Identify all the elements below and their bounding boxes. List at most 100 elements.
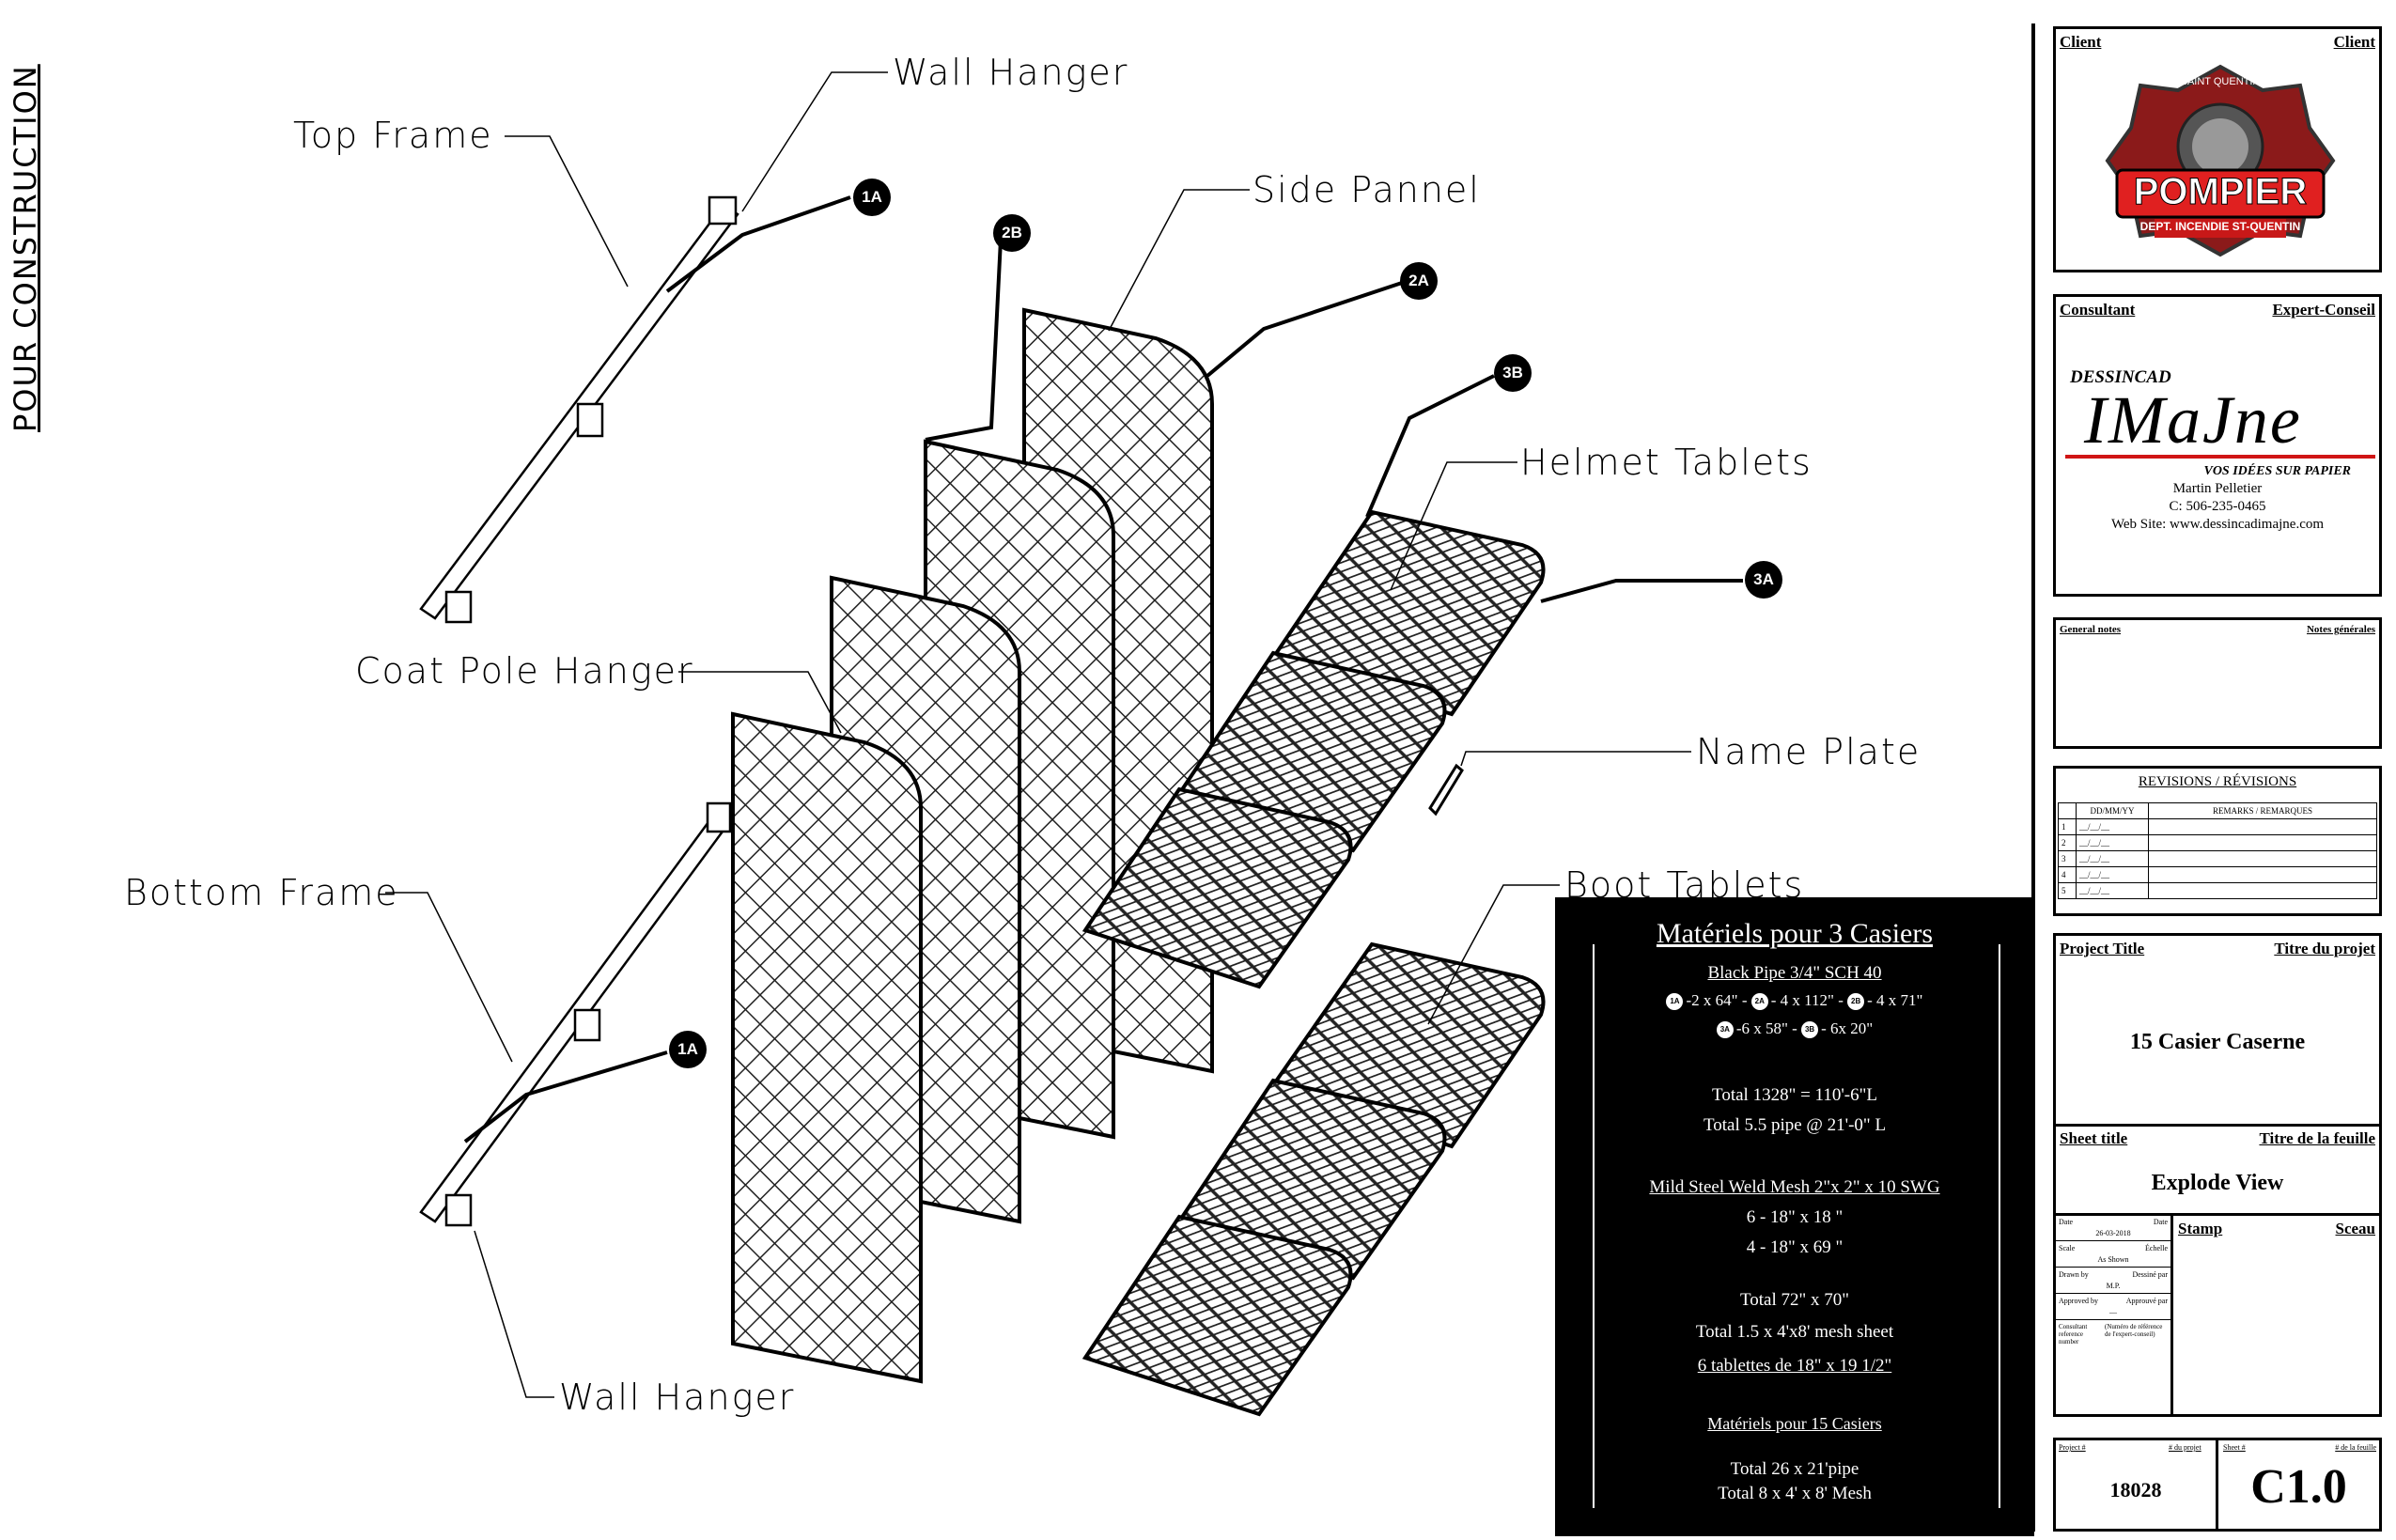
drawn-value: M.P. xyxy=(2106,1282,2121,1290)
callout-name-plate: Name Plate xyxy=(1696,731,1921,772)
total-15-mesh: Total 8 x 4' x 8' Mesh xyxy=(1718,1484,1872,1503)
explode-view-drawing xyxy=(385,71,1743,1417)
rev-date: __/__/__ xyxy=(2076,818,2149,835)
pipe-2b: - 4 x 71" xyxy=(1867,991,1923,1009)
rev-row: 2__/__/__ xyxy=(2058,834,2377,851)
callout-bottom-frame: Bottom Frame xyxy=(124,872,399,913)
sheet-title-label-en: Sheet title xyxy=(2060,1129,2128,1147)
notes-label-fr: Notes générales xyxy=(2306,624,2375,635)
sheet-no-label-en: Sheet # xyxy=(2223,1443,2246,1452)
callout-side-pannel: Side Pannel xyxy=(1252,169,1481,210)
rev-row: 4__/__/__ xyxy=(2058,866,2377,883)
firm-tagline: VOS IDÉES SUR PAPIER xyxy=(2203,464,2351,478)
bubble-2b: 2B xyxy=(993,214,1031,252)
callout-wall-hanger-bottom: Wall Hanger xyxy=(559,1377,796,1418)
date-label-fr: Date xyxy=(2153,1218,2168,1226)
mesh-1: 6 - 18" x 18 " xyxy=(1746,1207,1844,1227)
rev-num: 4 xyxy=(2058,866,2077,883)
number-block: Project # # du projet 18028 Sheet # # de… xyxy=(2053,1438,2382,1532)
materials-15-title: Matériels pour 15 Casiers xyxy=(1707,1414,1882,1433)
approved-label-fr: Approuvé par xyxy=(2125,1297,2168,1305)
scale-label-en: Scale xyxy=(2059,1244,2076,1252)
sheet-no-label-fr: # de la feuille xyxy=(2335,1443,2376,1452)
scale-value: As Shown xyxy=(2097,1255,2129,1264)
client-label-en: Client xyxy=(2060,33,2102,51)
rev-date: __/__/__ xyxy=(2076,882,2149,899)
sheet-number: C1.0 xyxy=(2250,1460,2347,1514)
stamp-label-en: Stamp xyxy=(2178,1220,2223,1237)
consref-label-en: Consultant reference number xyxy=(2059,1323,2088,1346)
title-block-divider xyxy=(2031,23,2035,1532)
materials-box: Matériels pour 3 Casiers Black Pipe 3/4"… xyxy=(1555,897,2034,1536)
general-notes-box: General notes Notes générales xyxy=(2053,617,2382,749)
rev-num: 2 xyxy=(2058,834,2077,851)
tag-1a: 1A xyxy=(1666,993,1684,1011)
helmet-tablets xyxy=(1081,509,1546,989)
project-title: 15 Casier Caserne xyxy=(2129,1030,2306,1054)
contact-web: Web Site: www.dessincadimajne.com xyxy=(2110,517,2325,532)
approved-label-en: Approved by xyxy=(2059,1297,2098,1305)
pipe-3b: - 6x 20" xyxy=(1821,1019,1874,1037)
notes-label-en: General notes xyxy=(2060,624,2122,635)
stamp-label-fr: Sceau xyxy=(2335,1220,2376,1237)
pipe-row-2: 3A-6 x 58" - 3B- 6x 20" xyxy=(1555,1019,2034,1039)
consultant-label-en: Consultant xyxy=(2060,301,2136,319)
tag-2b: 2B xyxy=(1847,993,1865,1011)
leader-lines xyxy=(385,71,1691,1398)
bubble-3b: 3B xyxy=(1494,354,1532,392)
project-no-label-fr: # du projet xyxy=(2169,1443,2202,1452)
mesh-total-2: Total 1.5 x 4'x8' mesh sheet xyxy=(1695,1322,1894,1342)
bubble-3a: 3A xyxy=(1745,561,1782,599)
divider xyxy=(2056,1124,2379,1127)
rev-num: 3 xyxy=(2058,850,2077,867)
consultant-box: Consultant Expert-Conseil DESSINCAD IMaJ… xyxy=(2053,294,2382,597)
scale-label-fr: Échelle xyxy=(2145,1244,2168,1252)
tag-3b: 3B xyxy=(1801,1021,1819,1039)
logo-main-text: POMPIER xyxy=(2133,171,2308,213)
revisions-table: DD/MM/YY REMARKS / REMARQUES 1__/__/__ 2… xyxy=(2058,802,2377,899)
project-title-label-en: Project Title xyxy=(2060,940,2145,957)
sheet-title: Explode View xyxy=(2151,1171,2284,1195)
revisions-box: REVISIONS / RÉVISIONS DD/MM/YY REMARKS /… xyxy=(2053,766,2382,916)
boot-tablets xyxy=(1081,941,1546,1417)
mesh-2: 4 - 18" x 69 " xyxy=(1746,1237,1844,1257)
rev-header-row: DD/MM/YY REMARKS / REMARQUES xyxy=(2058,802,2377,819)
rev-num: 1 xyxy=(2058,818,2077,835)
pompier-logo xyxy=(2105,64,2336,257)
rev-row: 5__/__/__ xyxy=(2058,882,2377,899)
rev-row: 1__/__/__ xyxy=(2058,818,2377,835)
bubble-1a-top: 1A xyxy=(853,179,891,216)
callout-coat-pole-hanger: Coat Pole Hanger xyxy=(355,650,694,692)
tag-3a: 3A xyxy=(1716,1021,1734,1039)
client-label-fr: Client xyxy=(2333,33,2375,51)
firm-red-line xyxy=(2065,455,2375,459)
callout-wall-hanger-top: Wall Hanger xyxy=(893,52,1129,93)
rev-date: __/__/__ xyxy=(2076,834,2149,851)
firm-small: DESSINCAD xyxy=(2070,367,2171,387)
approved-value: — xyxy=(2109,1308,2117,1316)
project-no-label-en: Project # xyxy=(2059,1443,2086,1452)
drawn-label-en: Drawn by xyxy=(2059,1270,2089,1279)
tag-2a: 2A xyxy=(1750,993,1768,1011)
consref-label-fr: (Numéro de référence de l'expert-conseil… xyxy=(2105,1323,2163,1338)
bubble-1a-bottom: 1A xyxy=(669,1031,707,1068)
name-plate-part xyxy=(1428,763,1464,817)
consultant-label-fr: Expert-Conseil xyxy=(2272,301,2375,319)
contact-phone: C: 506-235-0465 xyxy=(2169,499,2266,514)
firm-main: IMaJne xyxy=(2084,382,2302,458)
rev-date: __/__/__ xyxy=(2076,850,2149,867)
rev-col-remarks: REMARKS / REMARQUES xyxy=(2148,802,2377,819)
materials-title: Matériels pour 3 Casiers xyxy=(1656,918,1934,949)
date-value: 26-03-2018 xyxy=(2095,1229,2131,1237)
logo-sub-text: DEPT. INCENDIE ST-QUENTIN xyxy=(2139,220,2301,233)
project-number: 18028 xyxy=(2109,1478,2162,1501)
sheet-title-label-fr: Titre de la feuille xyxy=(2259,1129,2375,1147)
drawn-label-fr: Dessiné par xyxy=(2132,1270,2168,1279)
divider xyxy=(2056,1213,2379,1216)
bubble-2a: 2A xyxy=(1400,262,1438,300)
rev-row: 3__/__/__ xyxy=(2058,850,2377,867)
pipe-3a: -6 x 58" - xyxy=(1735,1019,1797,1037)
info-column: Date Date 26-03-2018 Scale Échelle As Sh… xyxy=(2056,1216,2173,1414)
pipe-1a: -2 x 64" - xyxy=(1686,991,1748,1009)
side-panel-4 xyxy=(731,711,923,1384)
